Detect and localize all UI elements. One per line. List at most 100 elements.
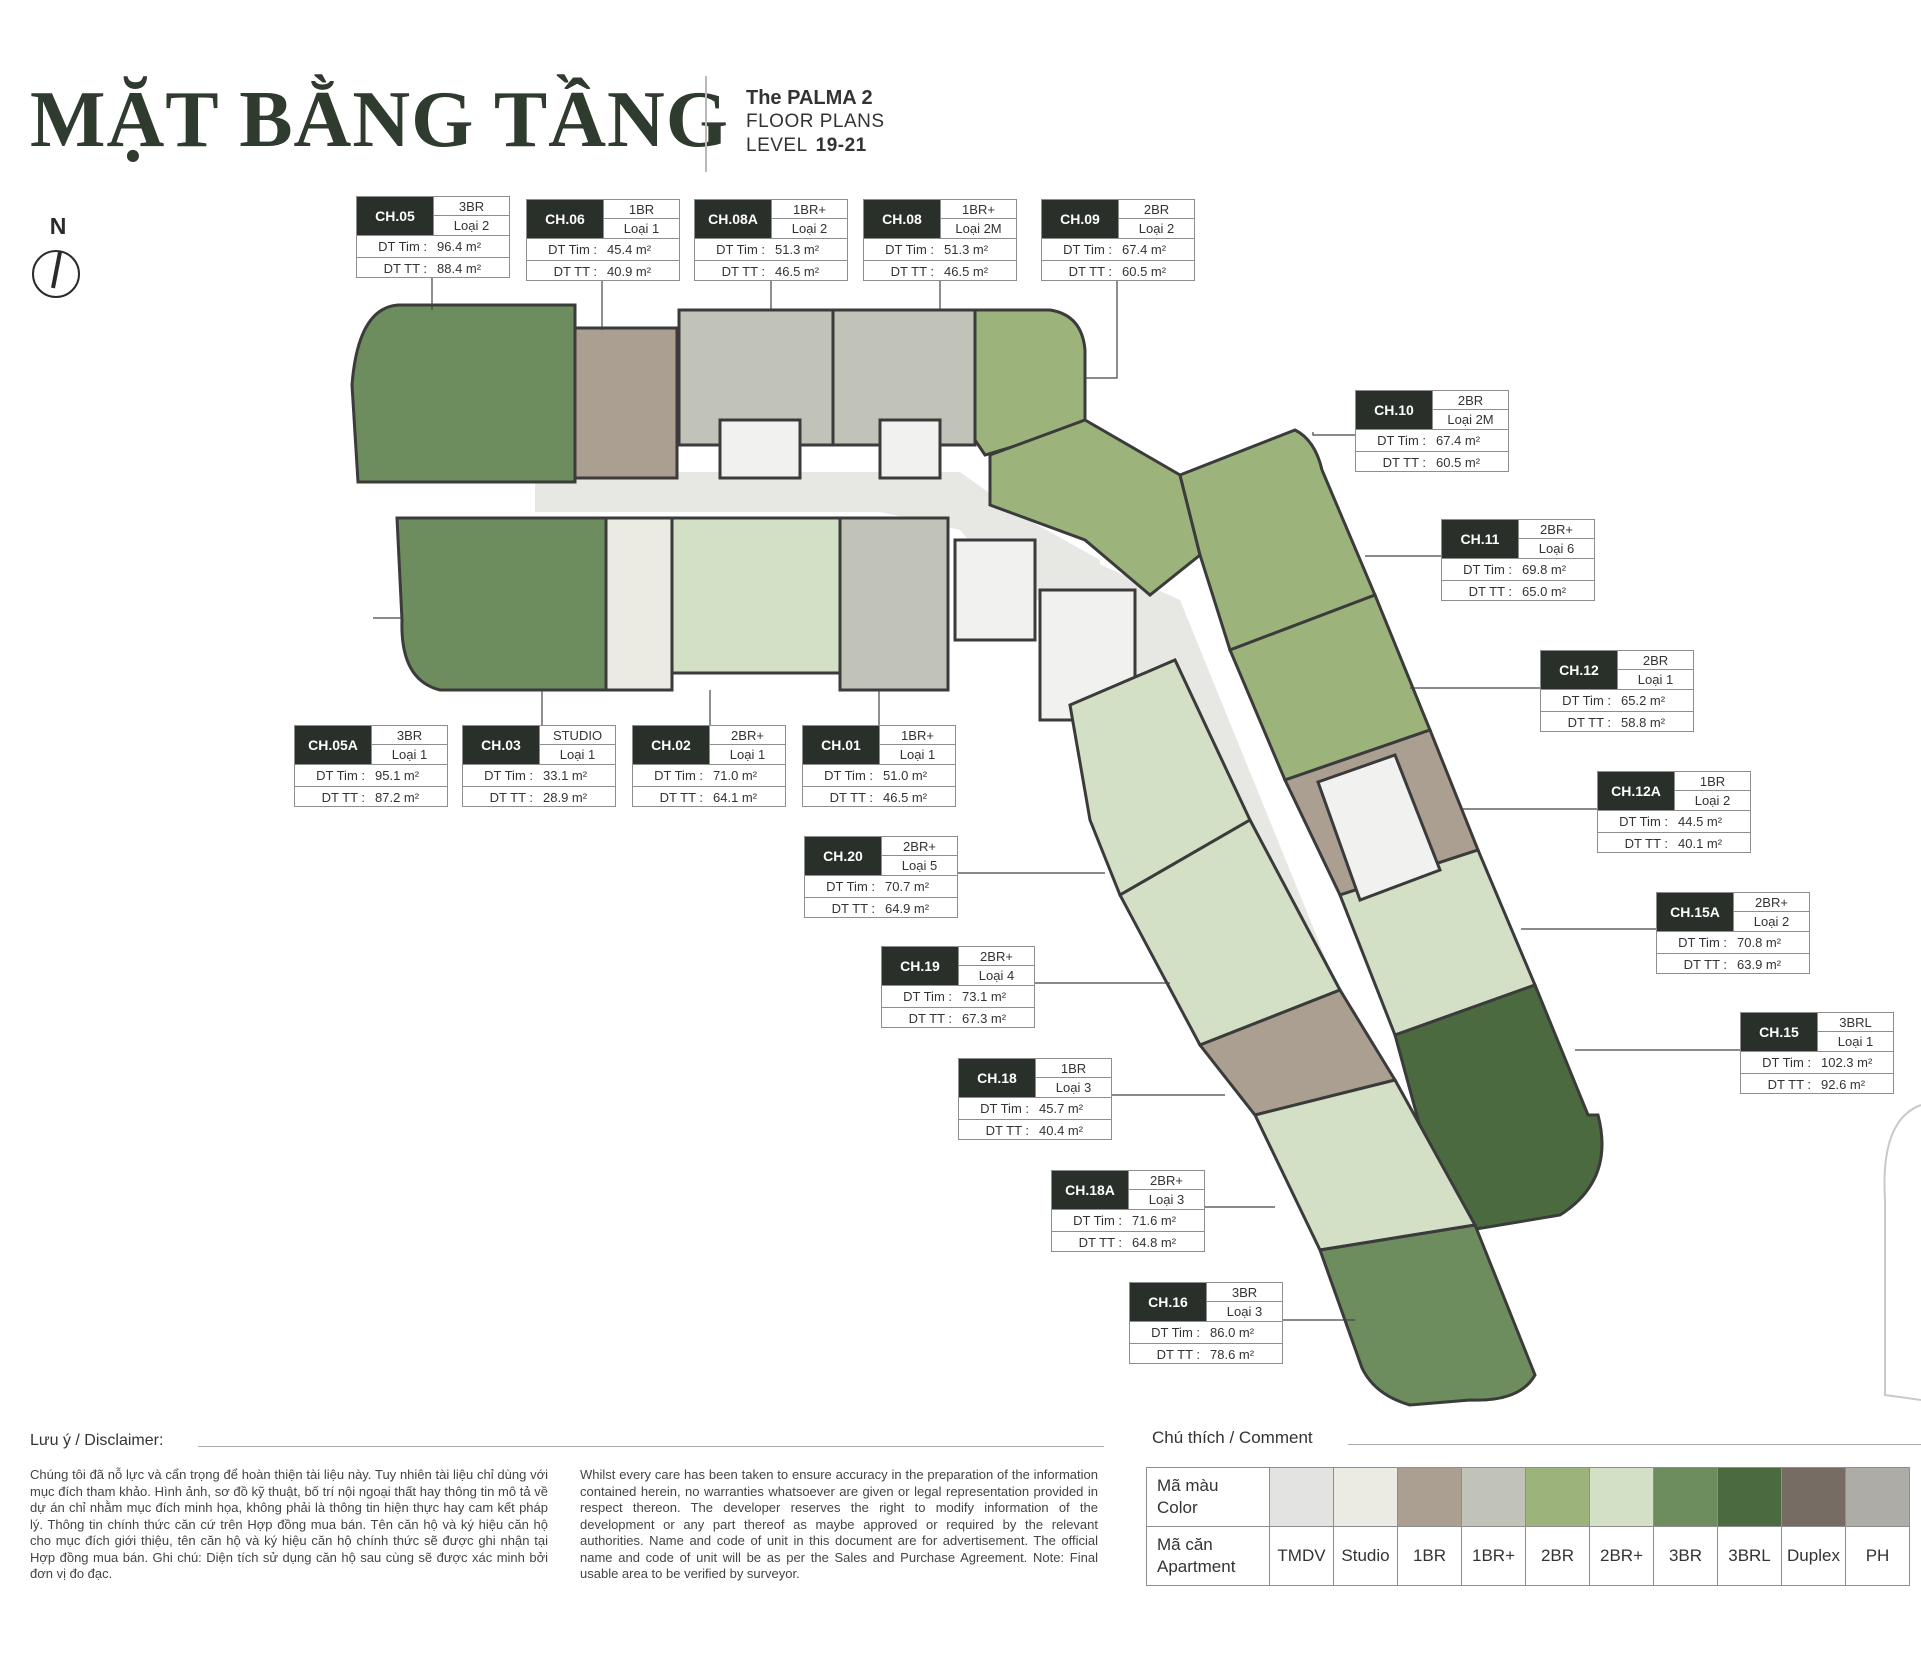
unit-code: CH.05 (357, 197, 433, 235)
unit-tag-ch18a: CH.18A 2BR+ Loại 3 DT Tim : 71.6 m² DT T… (1051, 1170, 1205, 1252)
dt-tt-label: DT TT : (1741, 1073, 1817, 1095)
unit-code: CH.08 (864, 200, 940, 238)
dt-tt-value: 64.8 m² (1128, 1231, 1204, 1253)
unit-tag-ch06: CH.06 1BR Loại 1 DT Tim : 45.4 m² DT TT … (526, 199, 680, 281)
dt-tt-label: DT TT : (803, 786, 879, 808)
unit-ch16 (1317, 1223, 1537, 1407)
dt-tim-label: DT Tim : (1356, 429, 1432, 451)
unit-code: CH.01 (803, 726, 879, 764)
unit-type: STUDIO (539, 726, 615, 745)
unit-code: CH.03 (463, 726, 539, 764)
dt-tt-value: 64.9 m² (881, 897, 957, 919)
unit-code: CH.20 (805, 837, 881, 875)
unit-tag-ch08: CH.08 1BR+ Loại 2M DT Tim : 51.3 m² DT T… (863, 199, 1017, 281)
dt-tim-label: DT Tim : (1657, 931, 1733, 953)
dt-tim-label: DT Tim : (1741, 1051, 1817, 1073)
dt-tt-label: DT TT : (1442, 580, 1518, 602)
dt-tt-value: 46.5 m² (879, 786, 955, 808)
dt-tt-label: DT TT : (1657, 953, 1733, 975)
lift-core-west (953, 538, 1037, 642)
unit-variant: Loại 1 (371, 745, 447, 764)
unit-type: 1BR+ (771, 200, 847, 219)
unit-type: 1BR (1035, 1059, 1111, 1078)
unit-ch02 (670, 516, 842, 675)
stair-core-north (718, 418, 802, 480)
legend-name: TMDV (1269, 1526, 1334, 1586)
disclaimer-rule (198, 1446, 1104, 1447)
unit-type: 1BR (603, 200, 679, 219)
dt-tt-value: 40.4 m² (1035, 1119, 1111, 1141)
unit-variant: Loại 2 (1733, 912, 1809, 931)
dt-tt-label: DT TT : (1052, 1231, 1128, 1253)
unit-code: CH.15 (1741, 1013, 1817, 1051)
dt-tt-value: 46.5 m² (771, 260, 847, 282)
unit-tag-ch05a: CH.05A 3BR Loại 1 DT Tim : 95.1 m² DT TT… (294, 725, 448, 807)
unit-variant: Loại 3 (1035, 1078, 1111, 1097)
adjacent-building (1883, 1104, 1921, 1401)
dt-tt-label: DT TT : (1042, 260, 1118, 282)
level-label: LEVEL (746, 135, 808, 156)
unit-tag-ch15: CH.15 3BRL Loại 1 DT Tim : 102.3 m² DT T… (1740, 1012, 1894, 1094)
unit-code: CH.18 (959, 1059, 1035, 1097)
unit-variant: Loại 2M (1432, 410, 1508, 429)
disclaimer-label: Lưu ý / Disclaimer: (30, 1432, 164, 1449)
legend-name: Studio (1333, 1526, 1398, 1586)
unit-variant: Loại 1 (539, 745, 615, 764)
dt-tt-label: DT TT : (295, 786, 371, 808)
legend-name: 2BR+ (1589, 1526, 1654, 1586)
leader-lines (373, 277, 1740, 1321)
unit-variant: Loại 2 (771, 219, 847, 238)
dt-tim-value: 51.0 m² (879, 764, 955, 786)
unit-type: 2BR (1432, 391, 1508, 410)
dt-tt-label: DT TT : (882, 1007, 958, 1029)
dt-tim-value: 71.6 m² (1128, 1209, 1204, 1231)
legend-swatch (1589, 1467, 1654, 1527)
unit-tag-ch05: CH.05 3BR Loại 2 DT Tim : 96.4 m² DT TT … (356, 196, 510, 278)
unit-type: 1BR+ (940, 200, 1016, 219)
unit-tag-ch11: CH.11 2BR+ Loại 6 DT Tim : 69.8 m² DT TT… (1441, 519, 1595, 601)
unit-tag-ch12: CH.12 2BR Loại 1 DT Tim : 65.2 m² DT TT … (1540, 650, 1694, 732)
dt-tt-value: 63.9 m² (1733, 953, 1809, 975)
dt-tim-label: DT Tim : (1541, 689, 1617, 711)
dt-tim-label: DT Tim : (805, 875, 881, 897)
unit-tag-ch12a: CH.12A 1BR Loại 2 DT Tim : 44.5 m² DT TT… (1597, 771, 1751, 853)
legend-swatch (1461, 1467, 1526, 1527)
unit-variant: Loại 2 (1118, 219, 1194, 238)
legend-name: 1BR (1397, 1526, 1462, 1586)
unit-variant: Loại 4 (958, 966, 1034, 985)
dt-tim-label: DT Tim : (959, 1097, 1035, 1119)
unit-type: 2BR+ (1518, 520, 1594, 539)
dt-tt-value: 78.6 m² (1206, 1343, 1282, 1365)
disclaimer-vn: Chúng tôi đã nỗ lực và cẩn trọng để hoàn… (30, 1467, 548, 1581)
unit-type: 2BR+ (1733, 893, 1809, 912)
unit-tag-ch18: CH.18 1BR Loại 3 DT Tim : 45.7 m² DT TT … (958, 1058, 1112, 1140)
dt-tim-value: 44.5 m² (1674, 810, 1750, 832)
legend-name: 3BRL (1717, 1526, 1782, 1586)
legend-swatch (1333, 1467, 1398, 1527)
dt-tt-value: 65.0 m² (1518, 580, 1594, 602)
dt-tim-value: 70.7 m² (881, 875, 957, 897)
legend-name: 1BR+ (1461, 1526, 1526, 1586)
floor-plan (350, 277, 1921, 1407)
dt-tim-label: DT Tim : (1442, 558, 1518, 580)
dt-tt-label: DT TT : (1130, 1343, 1206, 1365)
unit-tag-ch03: CH.03 STUDIO Loại 1 DT Tim : 33.1 m² DT … (462, 725, 616, 807)
legend-swatch (1269, 1467, 1334, 1527)
legend-name: Duplex (1781, 1526, 1846, 1586)
dt-tt-label: DT TT : (695, 260, 771, 282)
unit-variant: Loại 2 (1674, 791, 1750, 810)
unit-type: 3BRL (1817, 1013, 1893, 1032)
dt-tim-label: DT Tim : (803, 764, 879, 786)
unit-variant: Loại 5 (881, 856, 957, 875)
unit-tag-ch08a: CH.08A 1BR+ Loại 2 DT Tim : 51.3 m² DT T… (694, 199, 848, 281)
legend-swatch (1717, 1467, 1782, 1527)
dt-tim-label: DT Tim : (882, 985, 958, 1007)
north-label: N (50, 213, 67, 239)
unit-type: 3BR (433, 197, 509, 216)
